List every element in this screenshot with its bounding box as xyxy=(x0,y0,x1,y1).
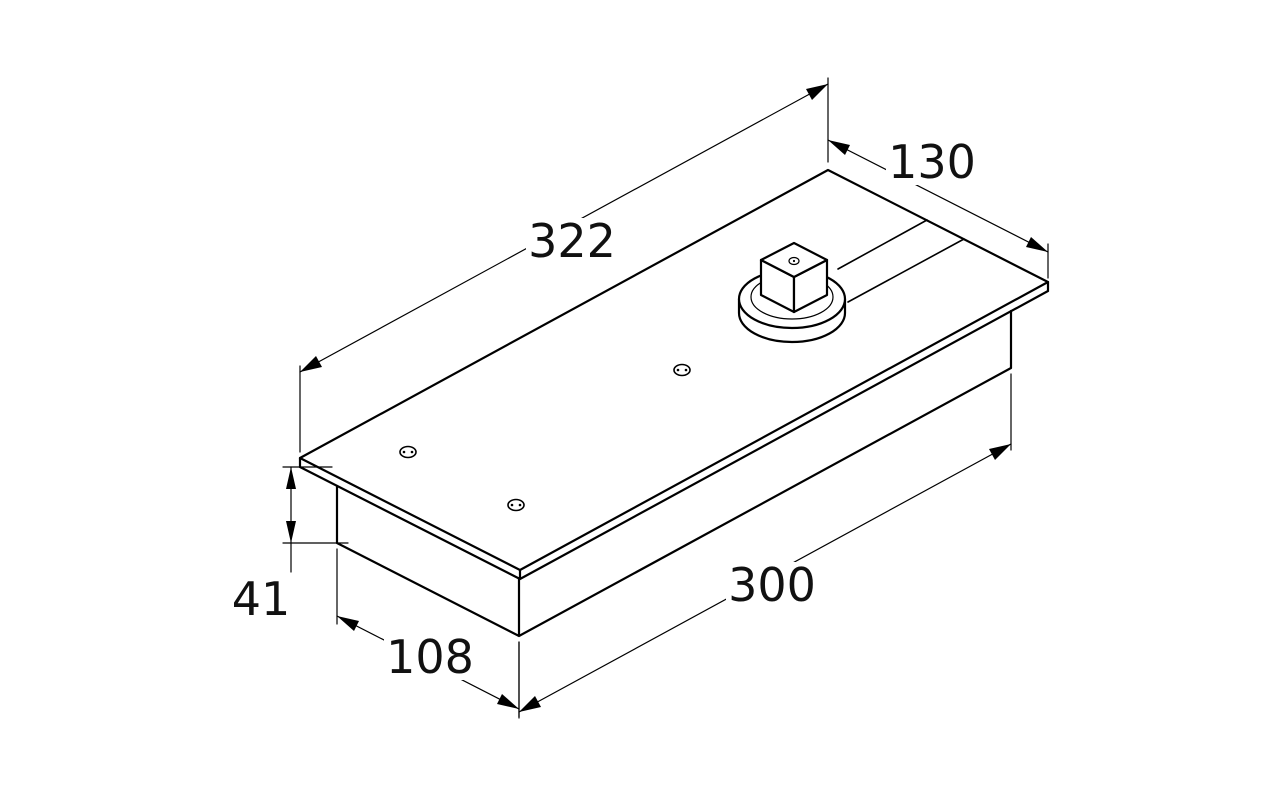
dim-label-body-width: 108 xyxy=(386,630,474,684)
spindle-center-hole xyxy=(788,256,800,266)
arrowhead xyxy=(519,696,541,712)
cover-plate-seam-lines xyxy=(837,219,965,303)
extension-lines xyxy=(336,548,520,718)
screw-hole-3 xyxy=(673,363,691,377)
label-mask xyxy=(726,562,818,608)
dimension-plate-width xyxy=(827,139,1049,279)
arrowhead xyxy=(300,356,322,372)
arrowhead xyxy=(286,521,296,543)
arrowhead xyxy=(337,616,359,631)
screw-slot-dot xyxy=(510,503,514,507)
screw-circle xyxy=(673,363,691,377)
arrowhead xyxy=(828,140,850,155)
label-mask xyxy=(886,139,978,185)
extension-lines xyxy=(299,77,829,453)
arrowhead xyxy=(497,694,519,709)
dim-label-plate-width: 130 xyxy=(888,135,976,189)
dimension-body-width xyxy=(336,548,520,718)
screw-slot-dot xyxy=(402,450,406,454)
cover-plate xyxy=(298,168,1050,581)
screw-circle xyxy=(399,445,417,459)
spindle xyxy=(737,241,847,344)
cover-plate-thickness-edges xyxy=(298,280,1050,581)
dimension-line xyxy=(827,139,1049,253)
label-mask xyxy=(384,634,476,680)
arrowhead xyxy=(286,467,296,489)
screw-hole-1 xyxy=(399,445,417,459)
label-mask xyxy=(526,218,618,264)
arrowhead xyxy=(806,84,828,100)
dimension-body-height xyxy=(282,466,349,573)
arrowhead xyxy=(989,444,1011,460)
dim-label-body-length: 300 xyxy=(728,558,816,612)
screw-slot-dot xyxy=(518,503,522,507)
screw-slot-dot xyxy=(684,368,688,372)
screw-slot-dot xyxy=(410,450,414,454)
dim-label-plate-length: 322 xyxy=(528,214,616,268)
dim-label-body-height: 41 xyxy=(232,572,291,626)
screw-slot-dot xyxy=(676,368,680,372)
screw-circle xyxy=(507,498,525,512)
closer-body-visible-edges xyxy=(335,309,1013,638)
screw-hole-2 xyxy=(507,498,525,512)
arrowhead xyxy=(1026,237,1048,252)
spindle-center-dot xyxy=(792,259,796,263)
label-mask xyxy=(230,576,292,622)
closer-body-box xyxy=(335,309,1013,638)
